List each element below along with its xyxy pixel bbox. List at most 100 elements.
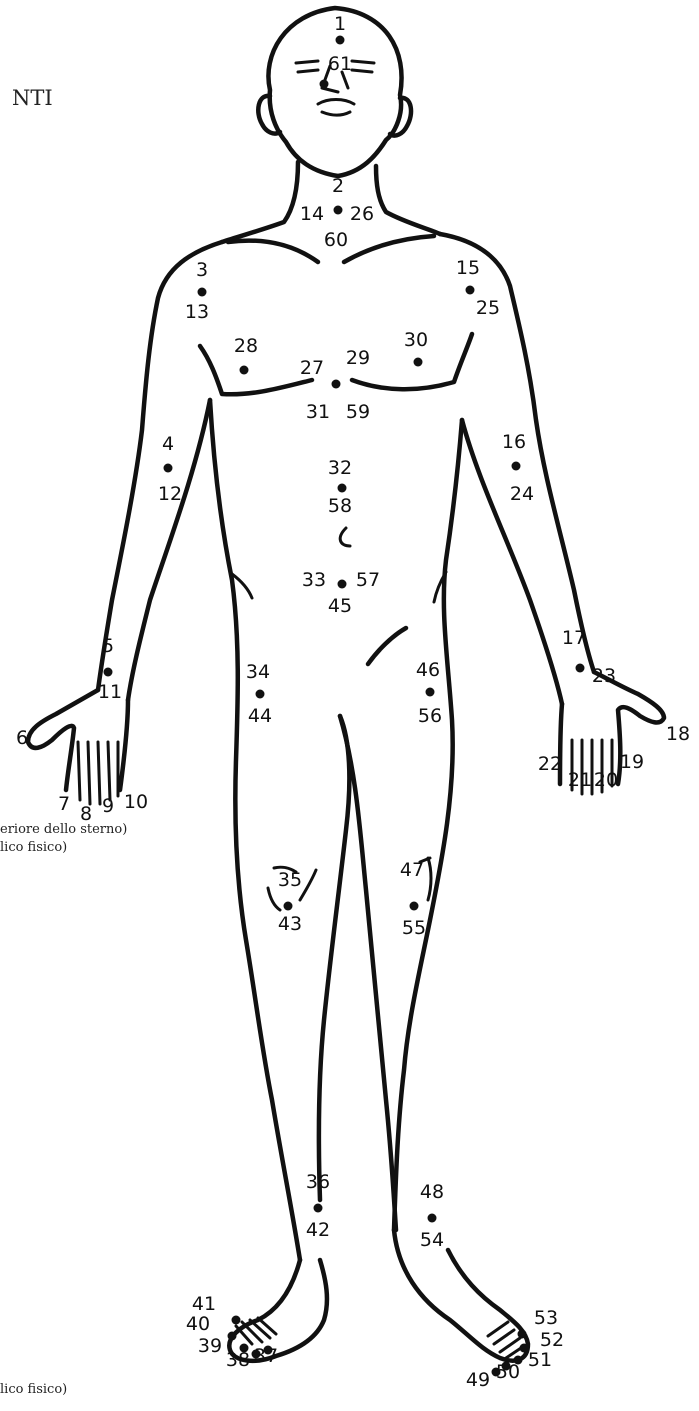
acupoint-dot-46 <box>426 688 435 697</box>
acupoint-label-19: 19 <box>620 751 644 773</box>
acupoint-label-2: 2 <box>332 175 344 197</box>
right-arm-outer <box>440 234 594 672</box>
acupoint-dot-53 <box>518 1330 527 1339</box>
acupoint-label-31: 31 <box>306 401 330 423</box>
acupoint-label-4: 4 <box>162 433 174 455</box>
acupoint-label-18: 18 <box>666 723 690 745</box>
acupoint-dot-36 <box>314 1204 323 1213</box>
acupoint-label-43: 43 <box>278 913 302 935</box>
acupoint-dot-2 <box>334 206 343 215</box>
acupoint-label-54: 54 <box>420 1229 444 1251</box>
torso-left-side <box>210 400 300 1260</box>
acupoint-label-33: 33 <box>302 569 326 591</box>
acupoint-dot-35 <box>284 902 293 911</box>
acupoint-label-24: 24 <box>510 483 534 505</box>
acupoint-label-49: 49 <box>466 1369 490 1391</box>
clavicle-right <box>344 236 434 262</box>
acupoint-label-35: 35 <box>278 869 302 891</box>
acupoint-label-32: 32 <box>328 457 352 479</box>
acupoint-dot-30 <box>414 358 423 367</box>
acupoint-label-42: 42 <box>306 1219 330 1241</box>
acupoint-label-37: 37 <box>254 1345 278 1367</box>
acupoint-label-12: 12 <box>158 483 182 505</box>
acupoint-dot-28 <box>240 366 249 375</box>
acupoint-dot-4 <box>164 464 173 473</box>
acupoint-label-47: 47 <box>400 859 424 881</box>
left-eye <box>296 61 318 72</box>
acupoint-label-52: 52 <box>540 1329 564 1351</box>
acupoint-label-44: 44 <box>248 705 272 727</box>
acupoint-label-13: 13 <box>185 301 209 323</box>
acupoint-label-61: 61 <box>328 53 352 75</box>
acupoint-label-25: 25 <box>476 297 500 319</box>
acupoint-label-16: 16 <box>502 431 526 453</box>
caption-top: NTI <box>12 86 53 110</box>
groin-crease <box>368 628 406 664</box>
acupoint-label-27: 27 <box>300 357 324 379</box>
acupoint-dot-5 <box>104 668 113 677</box>
right-eye <box>352 61 374 72</box>
acupoint-label-38: 38 <box>226 1349 250 1371</box>
acupoint-dot-32 <box>338 484 347 493</box>
caption-middle-2: lico fisico) <box>0 840 67 855</box>
acupoint-label-17: 17 <box>562 627 586 649</box>
neck-right <box>376 166 440 234</box>
acupoint-label-57: 57 <box>356 569 380 591</box>
right-arm-inner <box>462 420 562 704</box>
acupoint-label-45: 45 <box>328 595 352 617</box>
acupoint-dot-3 <box>198 288 207 297</box>
acupoint-dot-40 <box>228 1332 237 1341</box>
acupoint-label-34: 34 <box>246 661 270 683</box>
acupoint-label-60: 60 <box>324 229 348 251</box>
caption-bottom: lico fisico) <box>0 1382 67 1397</box>
mouth <box>318 100 354 116</box>
right-foot <box>394 1230 528 1361</box>
acupoint-dot-49 <box>492 1368 501 1377</box>
acupoint-label-55: 55 <box>402 917 426 939</box>
neck-left <box>222 162 298 242</box>
acupoint-label-53: 53 <box>534 1307 558 1329</box>
acupoint-label-39: 39 <box>198 1335 222 1357</box>
acupoint-label-30: 30 <box>404 329 428 351</box>
acupoint-label-5: 5 <box>102 635 114 657</box>
inner-leg-left <box>319 716 350 1200</box>
acupoint-label-1: 1 <box>334 13 346 35</box>
acupoint-label-14: 14 <box>300 203 324 225</box>
acupoint-label-21: 21 <box>568 769 592 791</box>
acupoint-label-48: 48 <box>420 1181 444 1203</box>
acupoint-label-26: 26 <box>350 203 374 225</box>
acupoint-dot-48 <box>428 1214 437 1223</box>
acupoint-label-58: 58 <box>328 495 352 517</box>
acupoint-dot-61 <box>320 80 329 89</box>
acupoint-label-11: 11 <box>98 681 122 703</box>
acupoint-label-51: 51 <box>528 1349 552 1371</box>
acupoint-dot-17 <box>576 664 585 673</box>
acupoint-label-10: 10 <box>124 791 148 813</box>
acupoint-label-20: 20 <box>594 769 618 791</box>
acupoint-label-59: 59 <box>346 401 370 423</box>
acupoint-dot-27 <box>332 380 341 389</box>
acupoint-label-28: 28 <box>234 335 258 357</box>
acupoint-dot-34 <box>256 690 265 699</box>
acupoint-dot-15 <box>466 286 475 295</box>
acupoint-label-3: 3 <box>196 259 208 281</box>
acupoint-dot-47 <box>410 902 419 911</box>
acupoint-label-36: 36 <box>306 1171 330 1193</box>
torso-right-side <box>394 420 462 1230</box>
acupoint-label-56: 56 <box>418 705 442 727</box>
acupoint-label-29: 29 <box>346 347 370 369</box>
acupoint-label-40: 40 <box>186 1313 210 1335</box>
acupoint-label-23: 23 <box>592 665 616 687</box>
acupoint-layer: 1612142660313152528272930315941216243258… <box>16 13 690 1391</box>
acupoint-dot-1 <box>336 36 345 45</box>
acupoint-label-7: 7 <box>58 793 70 815</box>
acupoint-label-15: 15 <box>456 257 480 279</box>
acupoint-dot-41 <box>232 1316 241 1325</box>
caption-middle-1: eriore dello sterno) <box>0 822 127 837</box>
acupoint-label-46: 46 <box>416 659 440 681</box>
acupoint-label-9: 9 <box>102 795 114 817</box>
acupoint-dot-16 <box>512 462 521 471</box>
acupoint-dot-33 <box>338 580 347 589</box>
